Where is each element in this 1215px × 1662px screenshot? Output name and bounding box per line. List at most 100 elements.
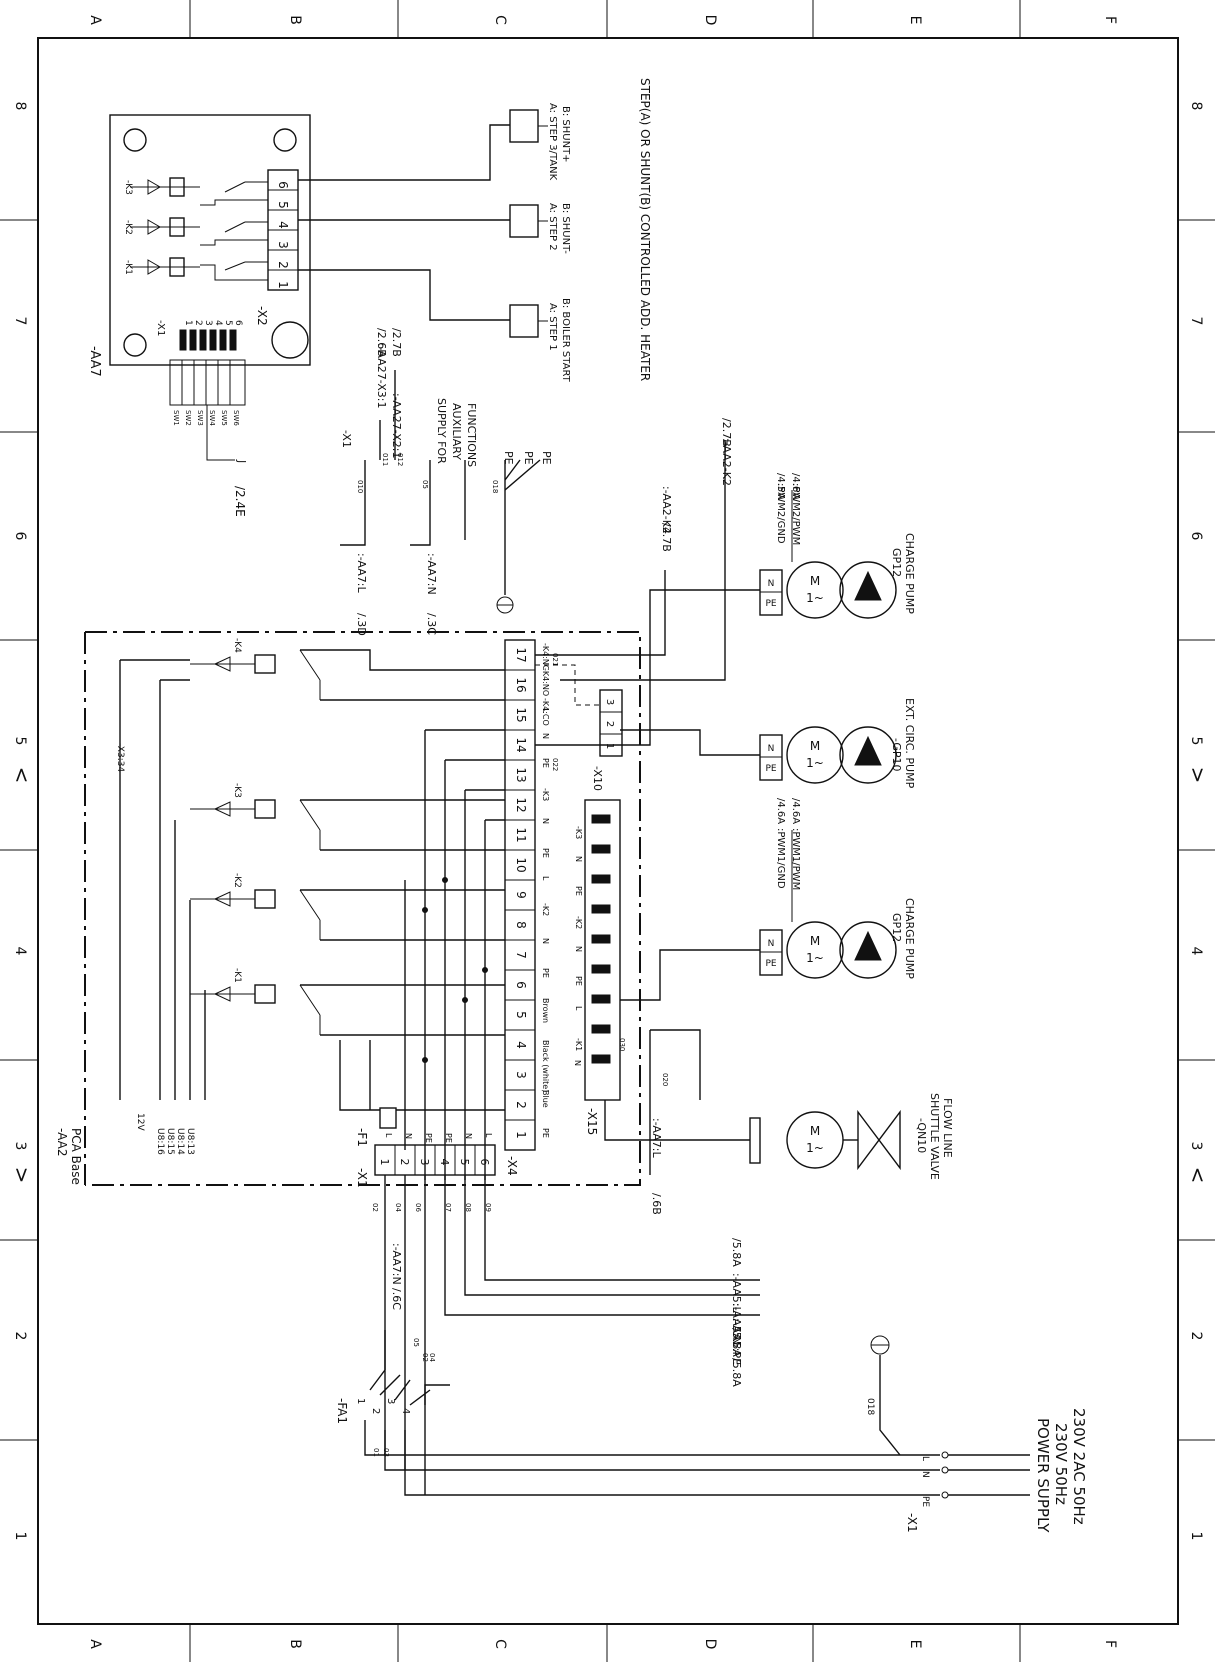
aa7-relay-k2: -K2 [123,217,200,237]
gp12-lower-subtitle: CHARGE PUMP [903,898,916,979]
svg-text:1: 1 [514,1131,528,1139]
pump-gp12-upper: N PE M 1~ GP12 CHARGE PUMP :PWM2/GND /4.… [535,473,916,746]
aa7-name: -AA7 [87,346,102,377]
svg-text:-K4:NO: -K4:NO [541,668,550,696]
svg-text:17: 17 [514,647,528,662]
svg-text:3: 3 [604,699,615,705]
svg-text:4: 4 [213,320,223,326]
col-label-top: F [1102,16,1118,24]
row-label-left: 1 [12,1532,28,1541]
row-label-left: 4 [12,947,28,956]
svg-text:022: 022 [551,758,559,771]
svg-text:2: 2 [370,1408,381,1414]
ref-aa7-l-bottom-sheet: /.6B [650,1193,663,1215]
row-label-right: 8 [1188,102,1204,111]
power-supply-voltage-2: 230V 2AC 50Hz [1070,1408,1088,1525]
svg-text:Black (white): Black (white) [541,1040,550,1092]
aux-supply-line1: SUPPLY FOR [435,398,448,464]
svg-text:-K3: -K3 [574,826,583,839]
aa2-relay-k2: -K2 [190,873,321,940]
ref-aa5-l-sheet: /5.8A [730,1238,743,1267]
aa7-x2-terminal: 2 [276,261,290,269]
qn10-name: -QN10 [915,1118,928,1153]
power-supply-title: POWER SUPPLY [1034,1418,1052,1533]
svg-text:M: M [810,739,820,753]
svg-text:08: 08 [464,1203,472,1212]
svg-text:N: N [464,1133,473,1139]
heater-title: STEP(A) OR SHUNT(B) CONTROLLED ADD. HEAT… [638,78,652,381]
aux-x1-label: -X1 [340,430,353,448]
col-label-bottom: B [287,1639,303,1649]
svg-text:-K2: -K2 [574,916,583,929]
center-arrow-right: < [1186,1167,1210,1184]
svg-text:PE: PE [574,886,583,896]
svg-text:11: 11 [514,827,528,842]
col-label-bottom: D [702,1639,718,1650]
aux-ref2-sheet: /2.7B [390,328,403,357]
svg-text:07: 07 [444,1203,452,1212]
svg-text:9: 9 [514,891,528,899]
qn10-subtitle2: FLOW LINE [941,1098,954,1158]
svg-text:M: M [810,574,820,588]
col-label-top: C [492,15,508,25]
svg-text:PE: PE [765,764,776,774]
aa7-board: 1 2 3 4 5 6 -X2 -K1 -K2 [87,114,311,377]
svg-text:SW2: SW2 [184,410,192,426]
svg-text:-K2: -K2 [232,873,242,888]
svg-text:Brown: Brown [541,998,550,1023]
aa2-board: 1 2 3 4 5 6 7 8 9 10 11 12 13 14 15 16 1… [55,418,733,1186]
svg-text::PWM1/PWM: :PWM1/PWM [790,828,801,890]
svg-text:10: 10 [514,857,528,872]
aa7-x1-header: 1 2 3 4 5 6 -X1 [155,320,243,351]
svg-text:N: N [541,818,550,824]
svg-text:L: L [541,708,550,713]
aa2-ref-k2-sheet: /2.7B [720,418,733,447]
col-label-bottom: E [907,1640,923,1649]
row-label-right: 5 [1188,737,1204,746]
svg-text:04: 04 [428,1353,436,1362]
svg-text:5: 5 [223,320,233,326]
heater-step3-label: A: STEP 3/TANK [547,103,558,181]
svg-text:02: 02 [371,1203,379,1212]
aa2-x10-label: -X10 [591,766,604,791]
col-label-bottom: A [87,1639,103,1649]
svg-text:PE: PE [541,968,550,978]
aux-pe-label: PE [522,451,535,465]
svg-text:-K3: -K3 [541,788,550,801]
ps-x1-label: -X1 [905,1513,919,1533]
ref-aa5-l: :-AA5:L [730,1273,743,1313]
svg-text:-K4:NC: -K4:NC [541,643,550,671]
svg-text:PE: PE [765,599,776,609]
svg-text:6: 6 [233,320,243,326]
svg-text:1~: 1~ [806,591,824,605]
svg-text:PE: PE [541,848,550,858]
svg-text:N: N [541,733,550,739]
svg-text:4: 4 [514,1041,528,1049]
gp10-subtitle: EXT. CIRC. PUMP [903,698,916,789]
svg-text:U8:13: U8:13 [185,1128,195,1155]
aux-pe-label: PE [540,451,553,465]
aa2-subtitle: PCA Base [69,1128,83,1185]
svg-text:Blue: Blue [541,1090,550,1108]
aa2-x15-label: -X15 [585,1108,599,1135]
svg-text:L: L [384,1133,393,1138]
svg-text:3: 3 [385,1398,396,1404]
col-label-top: D [702,15,718,26]
svg-text::PWM2/PWM: :PWM2/PWM [790,483,801,545]
row-label-right: 4 [1188,947,1204,956]
svg-text:16: 16 [514,677,528,692]
main-x1-label: -X1 [355,1168,369,1188]
svg-text:05: 05 [421,480,429,489]
aux-pe-label: PE [502,451,515,465]
svg-text:-K1: -K1 [574,1038,583,1051]
ref-aa7-l-bottom: :-AA7:L [650,1118,663,1158]
svg-text:PE: PE [424,1133,433,1143]
svg-text:PE: PE [574,976,583,986]
ref-aa7-n-bottom-sheet: /.6C [390,1288,403,1310]
aa7-x2-terminal: 3 [276,241,290,249]
svg-text:-X1: -X1 [155,320,166,336]
row-label-left: 6 [12,532,28,541]
svg-text:6: 6 [514,981,528,989]
svg-text:SW6: SW6 [232,410,240,426]
svg-text:018: 018 [491,480,499,493]
